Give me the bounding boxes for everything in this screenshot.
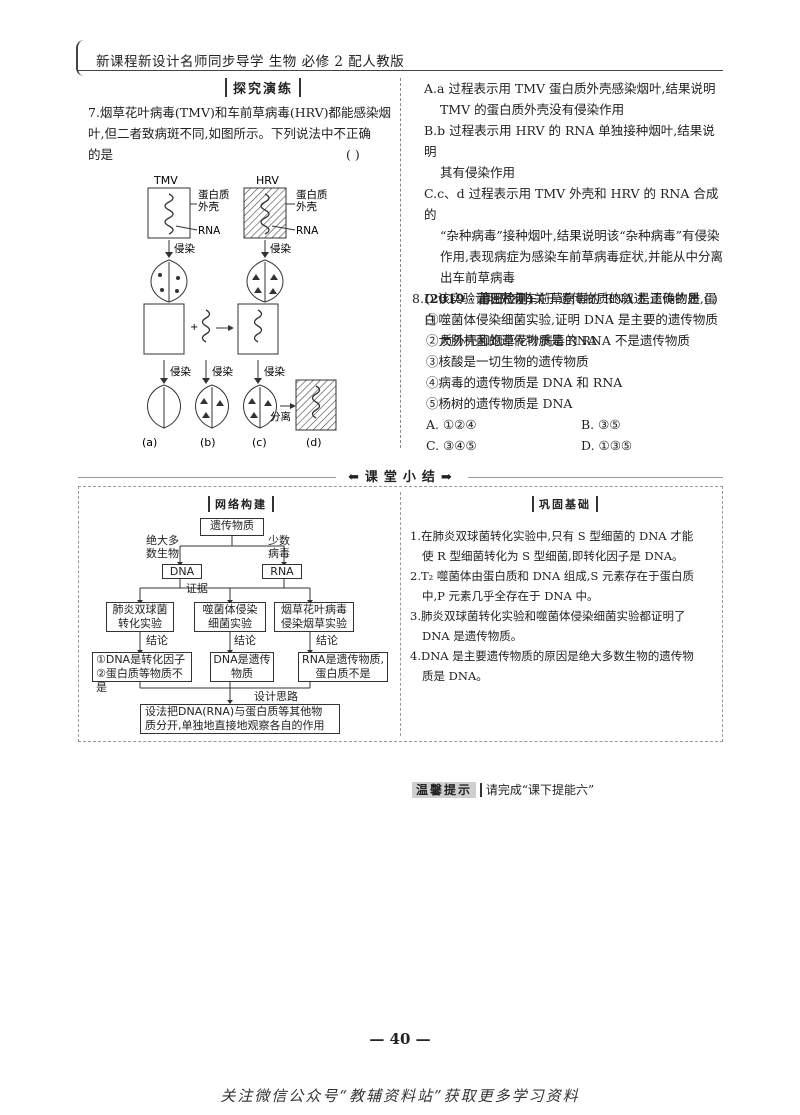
svg-text:侵染: 侵染 [170, 365, 191, 378]
label-tmv: TMV [153, 174, 178, 187]
tip-label: 温馨提示 [412, 782, 477, 798]
hrv-shell-label2: 外壳 [296, 200, 317, 213]
summary-rule [78, 470, 723, 484]
section-title: 探究演练 [225, 78, 302, 97]
tmv-rna-label: RNA [198, 225, 221, 237]
summary-divider [400, 492, 401, 736]
map-exp1: 肺炎双球菌转化实验 [106, 602, 174, 632]
map-exp3: 烟草花叶病毒侵染烟草实验 [274, 602, 354, 632]
hrv-shell-label1: 蛋白质 [296, 188, 328, 201]
option-b: B.b 过程表示用 HRV 的 RNA 单独接种烟叶,结果说明 其有侵染作用 [424, 123, 715, 180]
map-few: 少数病毒 [268, 534, 290, 560]
q7-stem: 7.烟草花叶病毒(TMV)和车前草病毒(HRV)都能感染烟 叶,但二者致病斑不同… [88, 102, 391, 165]
q8-item-1: ①噬菌体侵染细菌实验,证明 DNA 是主要的遗传物质 [426, 312, 718, 327]
summary-title: ⬅课堂小结➡ [342, 466, 464, 485]
q8-choice-a: A. ①②④ [426, 417, 477, 432]
map-dna: DNA [162, 564, 202, 579]
q7-line3: 的是 [88, 147, 114, 162]
basics-item-2: 2.T₂ 噬菌体由蛋白质和 DNA 组成,S 元素存在于蛋白质中,P 元素几乎全… [410, 569, 694, 603]
hrv-rna-coil [260, 193, 270, 235]
running-header: 新课程新设计名师同步导学 生物 必修 2 配人教版 [96, 54, 405, 70]
q8: 8.(2019 · 莆田检测)关于遗传物质的叙述,正确的是 ( ) ①噬菌体侵染… [412, 288, 724, 456]
tmv-shell-label2: 外壳 [198, 200, 219, 213]
q7-options: A.a 过程表示用 TMV 蛋白质外壳感染烟叶,结果说明 TMV 的蛋白质外壳没… [424, 78, 724, 351]
fig-c-hybrid [237, 303, 279, 355]
map-root: 遗传物质 [200, 518, 264, 536]
arrow-right-icon: ➡ [440, 470, 458, 485]
map-exp2: 噬菌体侵染细菌实验 [194, 602, 266, 632]
svg-text:+: + [190, 322, 198, 333]
tmv-infect-label: 侵染 [174, 242, 195, 255]
option-d: D.该实验证明只有车前草病毒的 RNA 是遗传物质,蛋白 质外壳和烟草花叶病毒的… [424, 291, 717, 348]
map-concl-box-2: DNA是遗传物质 [210, 652, 274, 682]
basics-item-4: 4.DNA 是主要遗传物质的原因是绝大多数生物的遗传物质是 DNA。 [410, 649, 694, 683]
fig-a-shell [143, 303, 185, 355]
svg-text:分离: 分离 [270, 410, 291, 423]
hrv-rna-label: RNA [296, 225, 319, 237]
map-concl-2: 结论 [234, 634, 256, 647]
q7-line2: 叶,但二者致病斑不同,如图所示。下列说法中不正确 [88, 126, 371, 141]
label-hrv: HRV [256, 174, 279, 187]
arrow-left-icon: ⬅ [348, 470, 365, 485]
tmv-rna-coil [164, 193, 174, 235]
svg-text:侵染: 侵染 [212, 365, 233, 378]
hrv-infect-label: 侵染 [270, 242, 291, 255]
basics-list: 1.在肺炎双球菌转化实验中,只有 S 型细菌的 DNA 才能使 R 型细菌转化为… [410, 526, 720, 686]
summary-box [78, 486, 723, 742]
q8-choice-c: C. ③④⑤ [426, 438, 477, 453]
column-divider [400, 78, 401, 448]
q8-item-2: ②大肠杆菌的遗传物质是 RNA [426, 333, 597, 348]
header-rule [78, 70, 723, 71]
q8-item-3: ③核酸是一切生物的遗传物质 [426, 354, 589, 369]
tmv-shell-label1: 蛋白质 [198, 188, 230, 201]
map-idea: 设法把DNA(RNA)与蛋白质等其他物质分开,单独地直接地观察各自的作用 [140, 704, 340, 734]
fig-label-c: (c) [252, 436, 267, 449]
q8-choice-d: D. ①③⑤ [581, 438, 633, 453]
basics-item-1: 1.在肺炎双球菌转化实验中,只有 S 型细菌的 DNA 才能使 R 型细菌转化为… [410, 529, 694, 563]
map-most: 绝大多数生物 [146, 534, 179, 560]
basics-heading: 巩固基础 [532, 496, 598, 512]
option-a: A.a 过程表示用 TMV 蛋白质外壳感染烟叶,结果说明 TMV 的蛋白质外壳没… [424, 81, 716, 117]
q7-line1: 7.烟草花叶病毒(TMV)和车前草病毒(HRV)都能感染烟 [88, 105, 391, 120]
q8-stem: 8.(2019 · 莆田检测)关于遗传物质的叙述,正确的是 ( ) [412, 291, 718, 306]
fig-label-b: (b) [200, 436, 216, 449]
tip: 温馨提示 请完成“课下提能六” [412, 781, 595, 798]
q8-item-4: ④病毒的遗传物质是 DNA 和 RNA [426, 375, 623, 390]
map-proof: 证据 [186, 582, 208, 595]
q7-figure: TMV 蛋白质 外壳 RNA 侵染 HRV 蛋白质 外壳 RNA 侵染 + 侵染… [142, 174, 337, 449]
page-number: — 40 — [369, 1030, 431, 1048]
q8-item-5: ⑤杨树的遗传物质是 DNA [426, 396, 573, 411]
fig-label-a: (a) [142, 436, 157, 449]
svg-text:侵染: 侵染 [264, 365, 285, 378]
map-connectors [137, 536, 313, 704]
header-bracket [76, 40, 86, 76]
map-concl-box-3: RNA是遗传物质,蛋白质不是 [298, 652, 388, 682]
map-design: 设计思路 [254, 690, 298, 703]
q7-answer-paren: ( ) [346, 147, 360, 162]
concept-map-heading: 网络构建 [208, 496, 274, 512]
map-rna: RNA [262, 564, 302, 579]
map-concl-3: 结论 [316, 634, 338, 647]
tip-text: 请完成“课下提能六” [479, 783, 595, 797]
option-c: C.c、d 过程表示用 TMV 外壳和 HRV 的 RNA 合成的 “杂种病毒”… [424, 186, 723, 285]
fig-b-rna [201, 309, 211, 343]
hrv-shell-box [243, 187, 287, 239]
map-concl-1: 结论 [146, 634, 168, 647]
footer-note: 关注微信公众号“教辅资料站”获取更多学习资料 [220, 1087, 580, 1105]
q8-choice-b: B. ③⑤ [581, 417, 621, 432]
fig-label-d: (d) [306, 436, 322, 449]
tmv-shell-box [147, 187, 191, 239]
fig-d-virus [295, 379, 337, 431]
